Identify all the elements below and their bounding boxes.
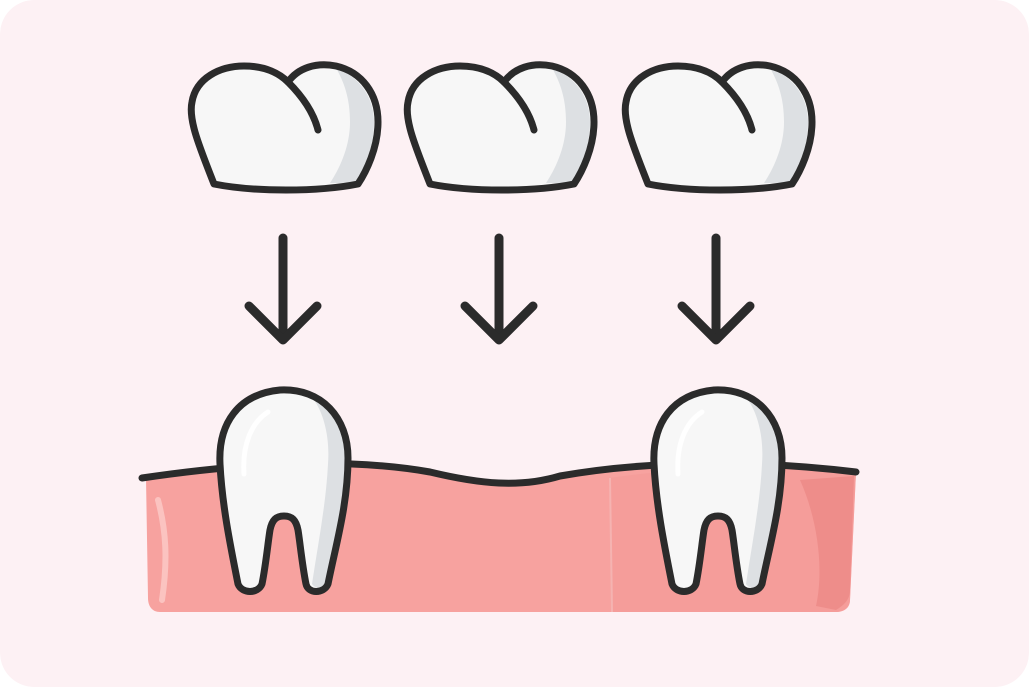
crown-right: [625, 65, 812, 190]
crown-middle: [407, 65, 594, 190]
crown-left: [191, 65, 378, 190]
